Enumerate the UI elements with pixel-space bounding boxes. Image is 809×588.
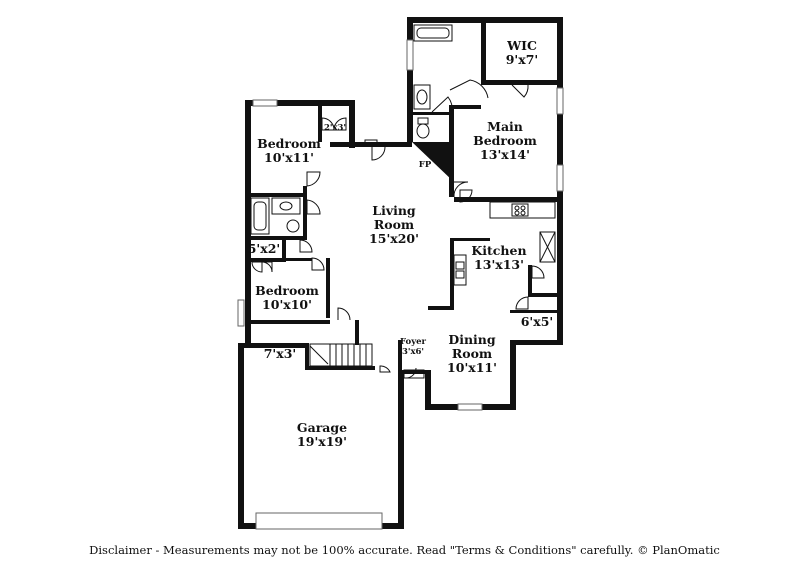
dining-room-name1: Dining bbox=[448, 332, 496, 347]
foyer-size: 3'x6' bbox=[402, 347, 424, 357]
staircase bbox=[309, 343, 373, 367]
living-room-name2: Room bbox=[374, 217, 414, 232]
main-bedroom-name2: Bedroom bbox=[473, 133, 537, 148]
disclaimer-text: Disclaimer - Measurements may not be 100… bbox=[89, 543, 720, 557]
bedroom-bottom-name: Bedroom bbox=[255, 283, 319, 298]
garage-size: 19'x19' bbox=[297, 434, 347, 449]
bedroom-bottom-size: 10'x10' bbox=[262, 297, 312, 312]
exterior-walls bbox=[238, 17, 563, 529]
storage-size: 7'x3' bbox=[264, 346, 297, 361]
wic-size: 9'x7' bbox=[506, 52, 539, 67]
windows bbox=[237, 39, 564, 530]
fixtures bbox=[250, 24, 556, 379]
kitchen-name: Kitchen bbox=[471, 243, 526, 258]
bedroom-top-name: Bedroom bbox=[257, 136, 321, 151]
living-room-name1: Living bbox=[372, 203, 416, 218]
bedroom-top-size: 10'x11' bbox=[264, 150, 314, 165]
closet-top-size: 2'x3' bbox=[324, 123, 346, 133]
living-room-size: 15'x20' bbox=[369, 231, 419, 246]
dining-room-name2: Room bbox=[452, 346, 492, 361]
fireplace-label: FP bbox=[419, 160, 432, 170]
kitchen-size: 13'x13' bbox=[474, 257, 524, 272]
pantry-size: 6'x5' bbox=[521, 314, 554, 329]
dining-room-size: 10'x11' bbox=[447, 360, 497, 375]
closet-mid-size: 5'x2' bbox=[248, 241, 281, 256]
main-bedroom-name1: Main bbox=[487, 119, 523, 134]
main-bedroom-size: 13'x14' bbox=[480, 147, 530, 162]
interior-walls bbox=[245, 17, 563, 374]
wic-name: WIC bbox=[506, 38, 537, 53]
garage-name: Garage bbox=[297, 420, 347, 435]
room-labels: WIC 9'x7' Main Bedroom 13'x14' Bedroom 1… bbox=[248, 38, 554, 449]
foyer-name: Foyer bbox=[400, 337, 427, 347]
